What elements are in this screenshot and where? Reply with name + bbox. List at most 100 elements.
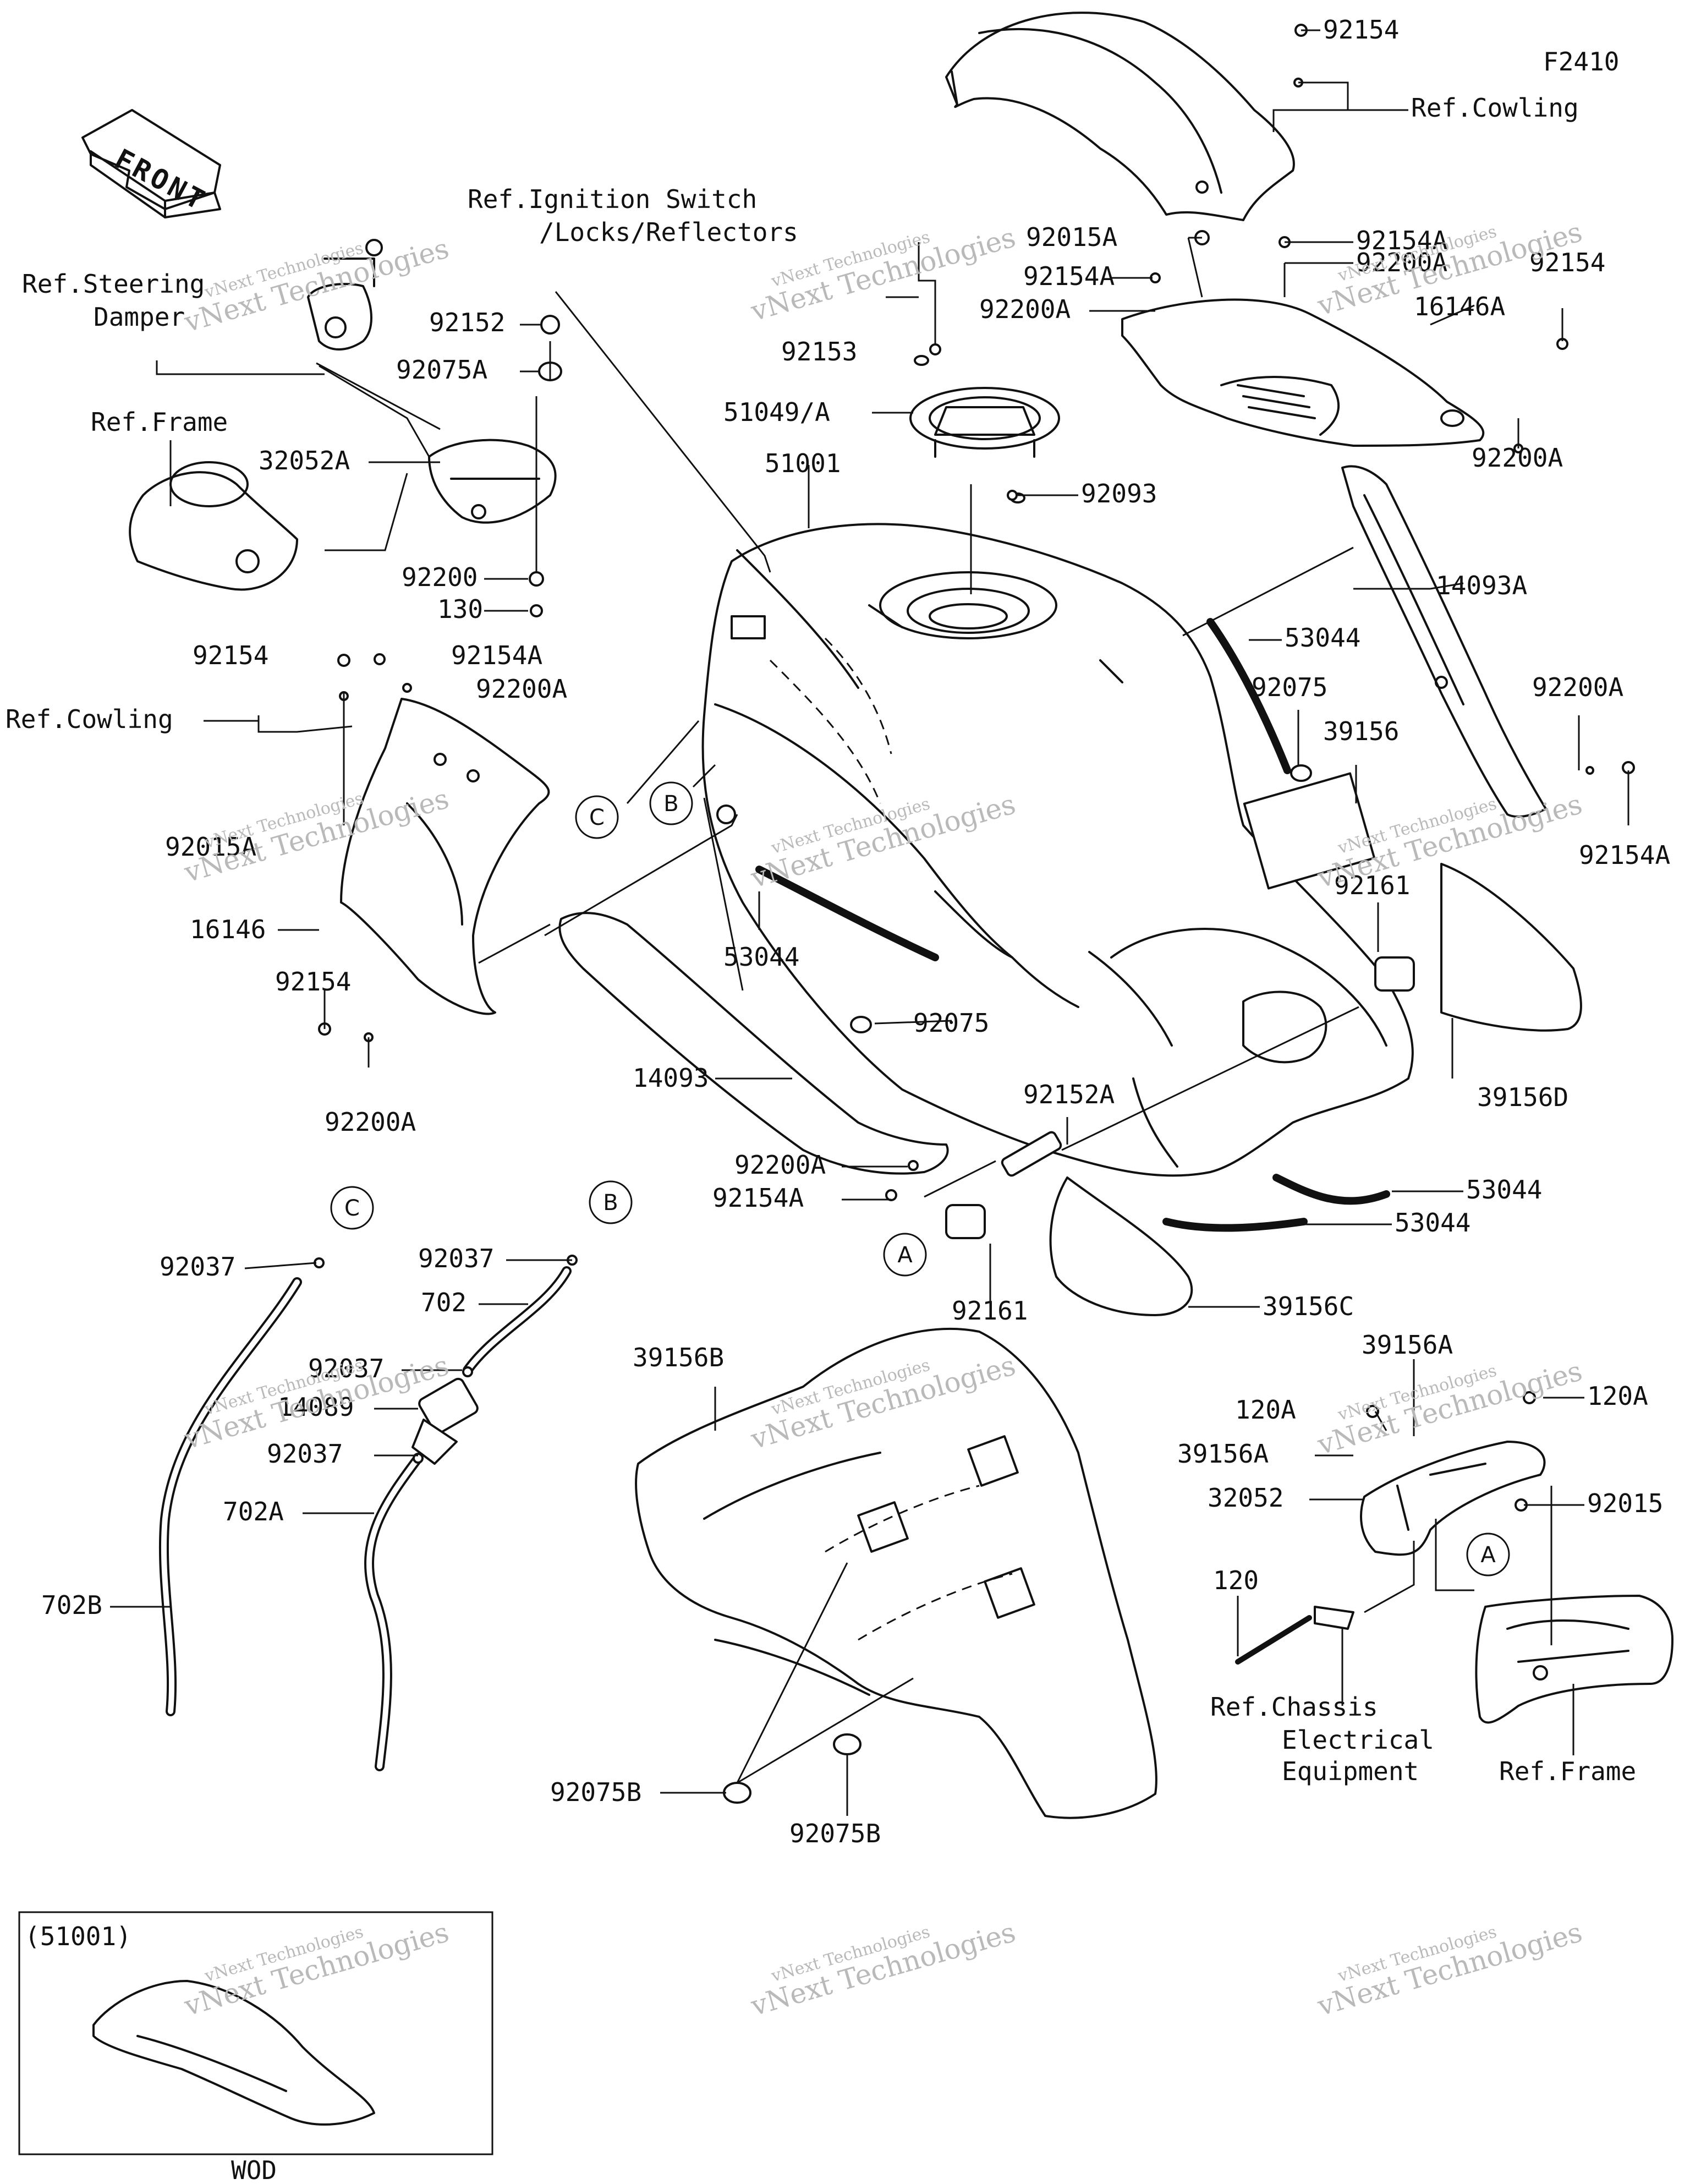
callout-circle-b-tank: B	[649, 781, 693, 825]
clamp-electrical	[1314, 1606, 1354, 1630]
label-part: 92154A	[1023, 261, 1115, 291]
collar-92152a	[1001, 1131, 1062, 1177]
label-part: 92200A	[1472, 443, 1563, 473]
damper-92161-lower	[945, 1204, 986, 1239]
rubber-strip-53044-d	[1162, 1218, 1308, 1232]
label-part: 92037	[160, 1252, 235, 1282]
callout-circle-a-bracket: A	[1466, 1532, 1510, 1577]
label-ref: Ref.Cowling	[1411, 93, 1579, 123]
label-part: 32052	[1208, 1483, 1283, 1513]
trim-panel-14093	[558, 912, 949, 1175]
left-side-cowl-16146	[340, 698, 550, 1015]
frame-reference-right	[1475, 1595, 1673, 1724]
label-part: 39156	[1323, 716, 1399, 746]
hose-702a	[364, 1453, 423, 1771]
steering-damper-bracket	[307, 239, 383, 351]
label-part: 14089	[278, 1392, 354, 1422]
label-part: 16146A	[1414, 292, 1505, 321]
label-part: 130	[437, 594, 483, 624]
fuel-cap-51049a	[909, 355, 1060, 503]
callout-circle-a-damper: A	[883, 1233, 927, 1277]
label-part: 92200A	[1356, 248, 1447, 277]
heat-shield-pad-c	[984, 1567, 1035, 1619]
label-part: 120	[1213, 1566, 1259, 1595]
label-part: 92075B	[550, 1777, 641, 1807]
label-part: 92152	[429, 308, 505, 337]
label-part: 92200	[402, 562, 478, 592]
callout-label: C	[589, 805, 605, 830]
callout-circle-b-hose: B	[589, 1180, 633, 1224]
label-part: 92200A	[1532, 672, 1623, 702]
grommet-92075b-b	[833, 1733, 862, 1755]
hose-702	[463, 1266, 572, 1375]
bracket-32052	[1360, 1441, 1546, 1556]
rubber-strip-53044-a	[755, 866, 939, 961]
label-ref: Ref.Cowling	[6, 704, 173, 734]
label-part: 53044	[1395, 1208, 1470, 1238]
label-part: 92075B	[789, 1819, 881, 1848]
label-part: 39156D	[1477, 1082, 1568, 1112]
label-part: 702	[421, 1288, 467, 1317]
label-part: 51001	[765, 448, 841, 478]
label-part: 92037	[308, 1354, 384, 1383]
label-part: 92154	[1529, 248, 1605, 277]
variant-inset-51001: (51001) WOD	[18, 1911, 493, 2184]
callout-label: A	[1480, 1542, 1496, 1568]
label-part: 92075	[913, 1008, 989, 1038]
rubber-strip-53044-b	[1206, 618, 1291, 774]
label-part: 92075A	[396, 355, 487, 385]
callout-circle-c-hose: C	[330, 1186, 374, 1230]
pad-39156	[1243, 772, 1376, 890]
label-part: 39156A	[1362, 1330, 1453, 1360]
fuel-tank-51001	[701, 523, 1414, 1177]
heat-shield-39156b	[635, 1327, 1157, 1819]
label-part: 92075	[1252, 672, 1327, 702]
inset-title: (51001)	[25, 1922, 131, 1951]
inset-caption: WOD	[231, 2155, 277, 2184]
part-labels: 92154 Ref.Cowling Ref.Ignition Switch /L…	[6, 15, 1670, 1848]
pad-39156d	[1440, 863, 1582, 1032]
figure-code: F2410	[1543, 47, 1619, 76]
frame-reference-left	[129, 461, 298, 591]
label-part: 92154A	[1356, 226, 1447, 255]
bracket-32052a	[428, 439, 557, 524]
label-part: 39156C	[1263, 1291, 1354, 1321]
label-part: 92015A	[1026, 222, 1117, 252]
label-part: 53044	[1466, 1175, 1542, 1205]
right-trim-panel-14093a	[1341, 465, 1547, 818]
label-ref: Ref.Steering	[22, 269, 205, 299]
label-part: 53044	[1285, 623, 1360, 653]
label-ref: Electrical	[1282, 1725, 1434, 1755]
label-part: 92154	[193, 641, 268, 670]
label-ref: Damper	[94, 302, 185, 332]
right-side-cowl-16146a	[1121, 298, 1485, 447]
label-part: 120A	[1235, 1395, 1296, 1425]
upper-cowling-panel	[945, 12, 1295, 221]
label-ref: Equipment	[1282, 1756, 1419, 1786]
label-part: 92037	[418, 1244, 494, 1273]
label-part: 702B	[41, 1590, 102, 1620]
pad-39156c	[1049, 1176, 1193, 1316]
leader-lines	[110, 29, 1629, 1816]
label-part: 51049/A	[723, 397, 830, 427]
bolt-120	[1235, 1615, 1312, 1665]
callout-label: A	[897, 1242, 913, 1268]
label-part: 92161	[1334, 871, 1410, 900]
label-part: 92200A	[979, 294, 1071, 324]
label-part: 92154A	[451, 641, 542, 670]
label-part: 92200A	[734, 1150, 826, 1180]
heat-shield-pad-a	[857, 1501, 909, 1553]
callout-label: B	[603, 1190, 618, 1216]
callout-circle-c-tank: C	[575, 795, 619, 839]
label-part: 92200A	[325, 1107, 416, 1137]
label-part: 92154	[1323, 15, 1399, 45]
label-part: 92015A	[165, 832, 256, 862]
label-ref: /Locks/Reflectors	[539, 217, 798, 247]
label-part: 16146	[190, 915, 266, 944]
fuel-filter-14089	[411, 1377, 479, 1465]
label-part: 92152A	[1023, 1080, 1115, 1109]
label-part: 92015	[1587, 1488, 1663, 1518]
label-part: 92200A	[476, 674, 567, 704]
